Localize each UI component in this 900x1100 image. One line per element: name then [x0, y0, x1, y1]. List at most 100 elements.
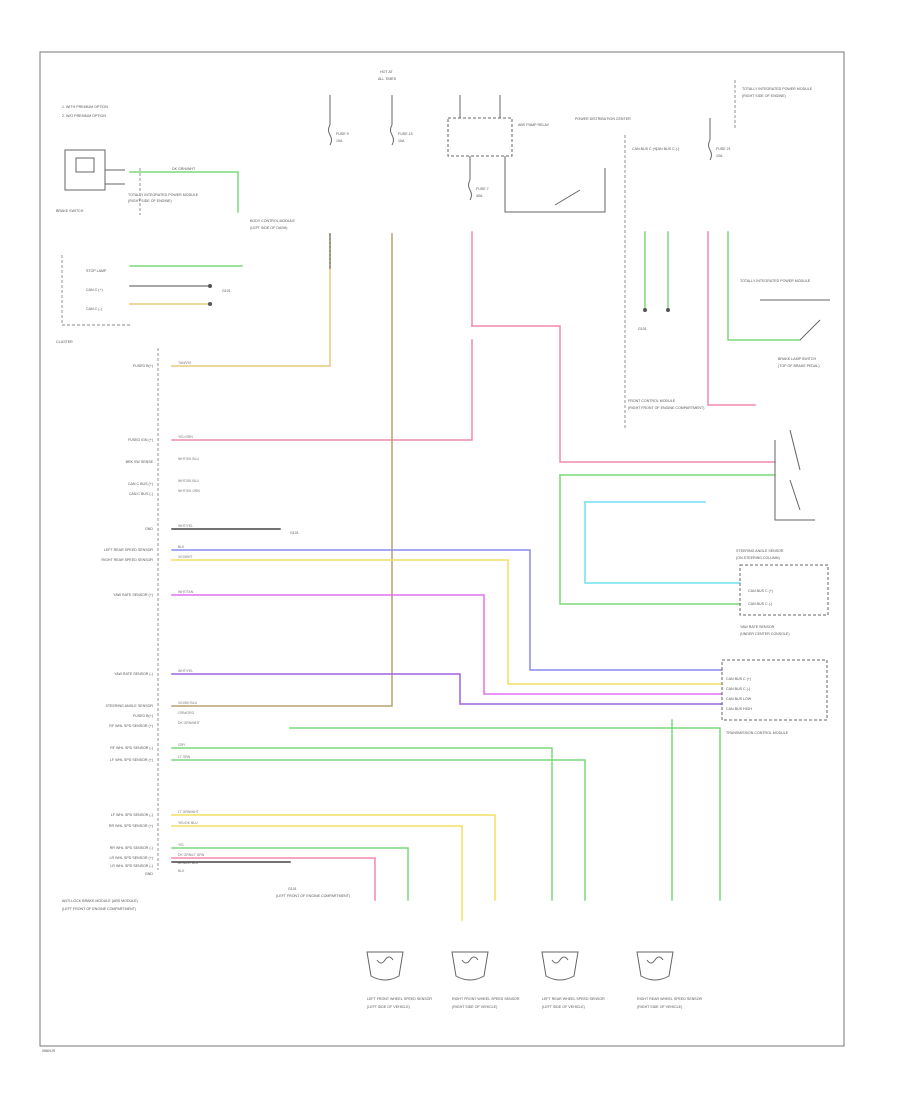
abs-pin-label: STEERING ANGLE SENSOR: [105, 704, 153, 708]
wheel-speed-sensor: LEFT FRONT WHEEL SPEED SENSOR(LEFT SIDE …: [366, 951, 432, 1009]
abs-pin-label: RF WHL SPD SENSOR (+): [109, 724, 153, 728]
pdc-label: POWER DISTRIBUTION CENTER: [575, 117, 631, 121]
svg-text:FUSE 15: FUSE 15: [398, 132, 413, 136]
abs-wire-color-label: GRN/ORG: [178, 711, 195, 715]
ground-label-mid: G101: [290, 531, 299, 535]
bcm-label: BODY CONTROL MODULE: [250, 219, 296, 223]
abs-pin-label: BRK SW SENSE: [126, 460, 154, 464]
svg-text:FUSE 9: FUSE 9: [336, 132, 349, 136]
abs-pin-label: LEFT REAR SPEED SENSOR: [104, 548, 153, 552]
abs-wire-color-label: LT GRN: [178, 755, 191, 759]
abs-pin-label: RF WHL SPD SENSOR (-): [110, 746, 153, 750]
power-header-1: HOT AT: [380, 70, 393, 74]
wheel-speed-sensor-label: RIGHT REAR WHEEL SPEED SENSOR: [637, 997, 703, 1001]
abs-wire-color-label: DK GRN/LT GRN: [178, 853, 205, 857]
abs-module: ANTI-LOCK BRAKE MODULE (ABS MODULE) (LEF…: [62, 348, 159, 911]
abs-pin-label: LF WHL SPD SENSOR (-): [111, 813, 153, 817]
ground-label-bottom: G101: [288, 887, 297, 891]
wheel-speed-sensor-sub: (LEFT SIDE OF VEHICLE): [542, 1005, 585, 1009]
abs-wire-color-label: WHT/TAN: [178, 590, 194, 594]
abs-wire-color-label: BLK: [178, 869, 185, 873]
power-header-2: ALL TIMES: [378, 77, 397, 81]
abs-wire-color-label: WHT/DK BLU: [178, 479, 199, 483]
fuse-15: FUSE 15 10A: [390, 95, 413, 146]
cluster-line-3: CAN C (-): [86, 307, 102, 311]
abs-pin-label: YAW RATE SENSOR (-): [114, 672, 153, 676]
abs-wire-color-label: WHT/DK GRN: [178, 489, 200, 493]
legend-line-1: 1. WITH PREMIUM OPTION: [62, 105, 108, 109]
abs-wire-color-label: GRY: [178, 743, 186, 747]
abs-pin-label: LR WHL SPD SENSOR (+): [110, 856, 154, 860]
abs-pump-relay: ABS PUMP RELAY: [447, 95, 550, 157]
wheel-speed-sensor-label: RIGHT FRONT WHEEL SPEED SENSOR: [452, 997, 520, 1001]
abs-pin-label: CAN C BUS (-): [129, 492, 153, 496]
fcm-sub: (RIGHT FRONT OF ENGINE COMPARTMENT): [628, 406, 704, 410]
fcm-label: FRONT CONTROL MODULE: [628, 399, 676, 403]
tipm-label-b: TOTALLY INTEGRATED POWER MODULE: [742, 87, 813, 91]
tipm-label-a: TOTALLY INTEGRATED POWER MODULE: [128, 193, 199, 197]
ground-sub-bottom: (LEFT FRONT OF ENGINE COMPARTMENT): [276, 894, 350, 898]
abs-wire-color-label: LT GRN/WHT: [178, 810, 199, 814]
steering-angle-sub: (ON STEERING COLUMN): [736, 556, 780, 560]
wheel-speed-sensors: LEFT FRONT WHEEL SPEED SENSOR (LEFT SIDE …: [366, 951, 703, 1009]
brake-switch-label: BRAKE SWITCH: [56, 209, 84, 213]
fuse-7: FUSE 7 40A: [468, 156, 489, 201]
tipm-sub-b: (RIGHT SIDE OF ENGINE): [742, 94, 786, 98]
abs-pin-label: GND: [145, 527, 153, 531]
abs-module-location: (LEFT FRONT OF ENGINE COMPARTMENT): [62, 907, 136, 911]
abs-wire-color-label: WHT/DK BLU: [178, 457, 199, 461]
bcm-sub: (LEFT SIDE OF DASH): [250, 226, 287, 230]
right-switch-sub: (TOP OF BRAKE PEDAL): [778, 364, 820, 368]
steering-pin-1: CAN BUS C (+): [748, 589, 773, 593]
tipm-sub-a: (RIGHT SIDE OF ENGINE): [128, 199, 172, 203]
abs-pin-label: RIGHT REAR SPEED SENSOR: [102, 558, 154, 562]
wire-label-top-1: DK GRN/WHT: [172, 167, 196, 171]
abs-wire-color-label: WHT/YEL: [178, 669, 193, 673]
cluster-line-2: CAN C (+): [86, 288, 103, 292]
svg-text:FUSE 21: FUSE 21: [716, 147, 731, 151]
steering-angle-sensor: [739, 564, 829, 616]
abs-module-label: ANTI-LOCK BRAKE MODULE (ABS MODULE): [62, 899, 138, 903]
svg-text:10A: 10A: [398, 139, 405, 143]
fuse-21: FUSE 21 10A: [708, 118, 731, 161]
svg-text:10A: 10A: [716, 154, 723, 158]
abs-pin-label: LF WHL SPD SENSOR (+): [110, 758, 153, 762]
abs-wire-color-label: BRN/DK BLU: [178, 861, 199, 865]
abs-pin-label: RR WHL SPD SENSOR (+): [109, 824, 153, 828]
abs-wire-color-label: WHT/YEL: [178, 524, 193, 528]
fcm-conn-label: G101: [638, 327, 647, 331]
abs-pin-label: GND: [145, 872, 153, 876]
abs-wire-color-label: VIO/WHT: [178, 555, 193, 559]
abs-wire-color-label: DK GRN/WHT: [178, 721, 200, 725]
svg-text:10A: 10A: [336, 139, 343, 143]
tcm-pin-4: CAN BUS HIGH: [726, 707, 752, 711]
wheel-speed-sensor-sub: (RIGHT SIDE OF VEHICLE): [637, 1005, 682, 1009]
cluster-conn-label: G101: [222, 289, 231, 293]
abs-wire-color-label: BLK: [178, 545, 185, 549]
brake-switch: BRAKE SWITCH: [56, 149, 125, 213]
wheel-speed-sensor-label: LEFT FRONT WHEEL SPEED SENSOR: [367, 997, 432, 1001]
wheel-speed-sensor: RIGHT REAR WHEEL SPEED SENSOR (RIGHT SIDE…: [636, 951, 703, 1009]
wheel-speed-sensor: RIGHT FRONT WHEEL SPEED SENSOR (RIGHT SID…: [451, 951, 520, 1009]
diagram-frame: [39, 51, 845, 1047]
abs-wire-color-label: YEL/DK BLU: [178, 821, 198, 825]
svg-text:ABS PUMP RELAY: ABS PUMP RELAY: [518, 123, 550, 127]
abs-pin-label: FUSED B(+): [133, 364, 153, 368]
cluster-label: CLUSTER: [56, 340, 73, 344]
tipm-label-c: TOTALLY INTEGRATED POWER MODULE: [740, 279, 811, 283]
abs-wire-color-label: VIO/DK BLU: [178, 701, 198, 705]
wheel-speed-sensor-sub: (RIGHT SIDE OF VEHICLE): [452, 1005, 497, 1009]
wheel-speed-sensor: LEFT REAR WHEEL SPEED SENSOR (LEFT SIDE O…: [541, 951, 605, 1009]
legend-line-2: 2. W/O PREMIUM OPTION: [62, 114, 106, 118]
abs-wire-color-label: YEL/GRN: [178, 435, 193, 439]
abs-pin-label: YAW RATE SENSOR (+): [113, 593, 153, 597]
steering-pin-2: CAN BUS C (-): [748, 602, 772, 606]
right-switch-label: BRAKE LAMP SWITCH: [778, 357, 816, 361]
abs-pin-label: FUSED IGN (+): [128, 438, 153, 442]
tcm-pin-3: CAN BUS LOW: [726, 697, 752, 701]
wheel-speed-sensor-label: LEFT REAR WHEEL SPEED SENSOR: [542, 997, 605, 1001]
tcm-box: [721, 659, 828, 721]
steering-angle-label: STEERING ANGLE SENSOR: [736, 549, 784, 553]
yaw-sub: (UNDER CENTER CONSOLE): [740, 632, 790, 636]
